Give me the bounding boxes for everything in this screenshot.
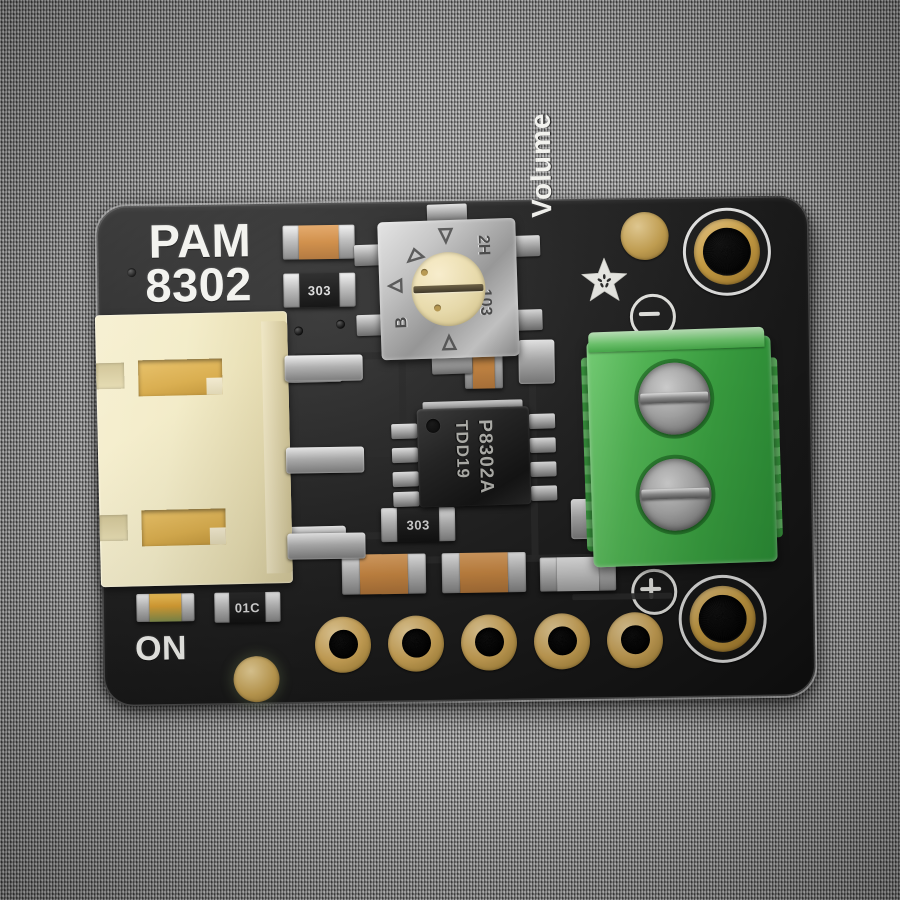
gold-test-pad-top-right: [620, 211, 670, 261]
gold-test-pad-bottom-left: [233, 655, 280, 703]
pam8302-breakout-board: PAM 8302 ON Volume: [94, 112, 818, 709]
capacitor-tan-bottom-left: [341, 553, 427, 595]
resistor-303-top-marking: 303: [307, 282, 332, 298]
header-hole-1[interactable]: [314, 616, 372, 674]
pam8302a-amplifier-ic: P8302A TDD19: [391, 399, 558, 508]
via-mid-left-2: [294, 326, 304, 336]
jst-solder-pad-3: [287, 532, 366, 560]
volume-trim-potentiometer[interactable]: B 2H 103: [353, 203, 543, 375]
speaker-terminal-block[interactable]: [580, 326, 783, 568]
mounting-hole-bottom-right: [677, 574, 768, 664]
header-hole-3[interactable]: [460, 614, 518, 671]
capacitor-tan-top: [282, 224, 355, 260]
resistor-303-mid: 303: [380, 507, 456, 543]
silkscreen-power-label: ON: [134, 629, 188, 669]
capacitor-tan-bottom-mid: [441, 551, 527, 594]
resistor-303-mid-marking: 303: [406, 516, 430, 533]
pot-marking-left: B: [393, 316, 411, 329]
via-top-left: [127, 268, 137, 278]
ic-marking-line2: TDD19: [452, 419, 473, 480]
resistor-01c-marking: 01C: [234, 599, 261, 615]
silkscreen-volume-label: Volume: [524, 112, 558, 218]
header-hole-2[interactable]: [387, 615, 445, 673]
jst-ph-audio-input-connector[interactable]: [94, 310, 347, 588]
pot-marking-right-top: 2H: [474, 234, 493, 256]
silkscreen-part-line2: 8302: [144, 257, 253, 312]
jst-solder-pad-1: [284, 354, 363, 382]
trace-d: [398, 361, 407, 422]
ic-marking-line1: P8302A: [473, 419, 498, 495]
solder-blob-right-1: [518, 339, 555, 385]
jst-solder-pad-2: [285, 446, 365, 474]
resistor-303-top: 303: [283, 272, 356, 308]
pot-direction-arrows: [386, 227, 458, 351]
power-indicator-led: [136, 593, 195, 623]
header-hole-5[interactable]: [606, 611, 664, 669]
header-hole-4[interactable]: [533, 612, 591, 670]
mounting-hole-top-right: [682, 207, 772, 297]
via-mid-left: [335, 319, 346, 329]
resistor-01c-bottom: 01C: [214, 591, 281, 623]
adafruit-flower-logo: [581, 257, 628, 302]
